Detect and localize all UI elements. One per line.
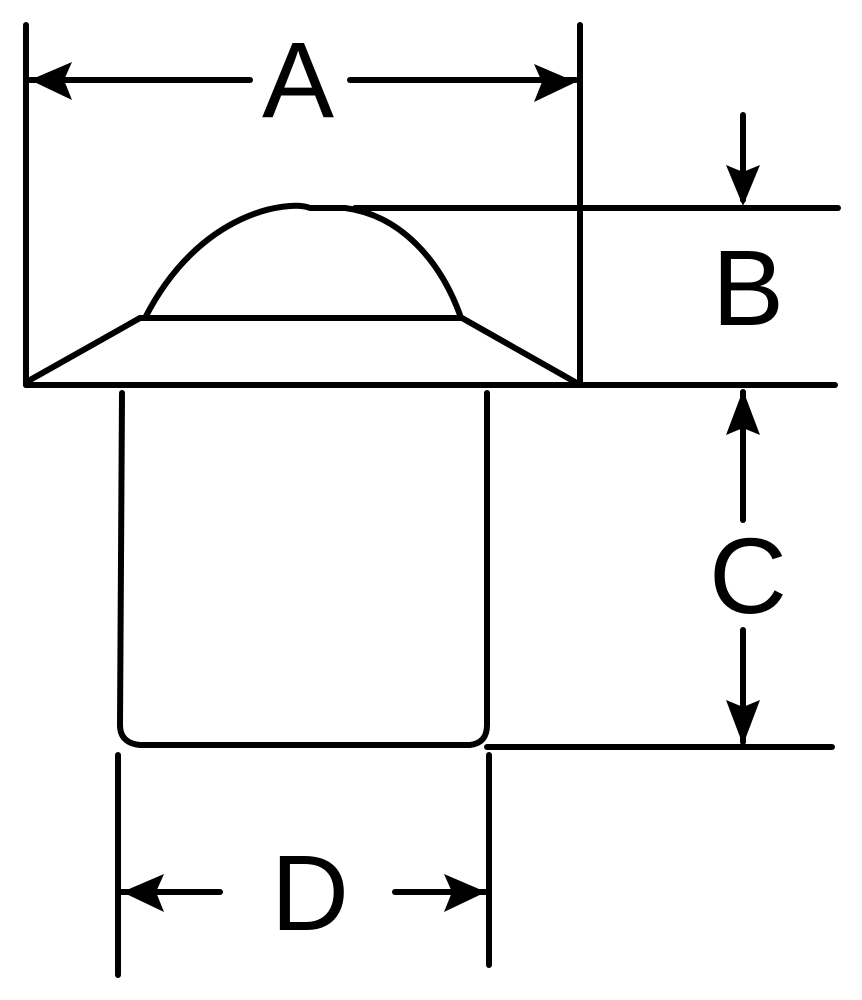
dimension-label-b: B	[712, 227, 784, 348]
arrow-c-up-icon	[726, 390, 760, 435]
arrow-d-left-icon	[122, 874, 164, 912]
arrow-d-right-icon	[444, 874, 486, 912]
arrow-c-down-icon	[726, 700, 760, 745]
rivet-shank	[117, 390, 490, 748]
rivet-head-dome	[142, 202, 463, 321]
rivet-head-cone-left	[27, 315, 143, 383]
dimension-label-d: D	[271, 832, 349, 953]
arrow-a-right-icon	[534, 64, 576, 102]
arrow-b-down-icon	[726, 165, 760, 206]
rivet-head-cone-right	[459, 315, 578, 385]
dimension-label-a: A	[262, 19, 334, 140]
dimension-label-c: C	[709, 515, 787, 636]
arrow-a-left-icon	[30, 62, 72, 100]
